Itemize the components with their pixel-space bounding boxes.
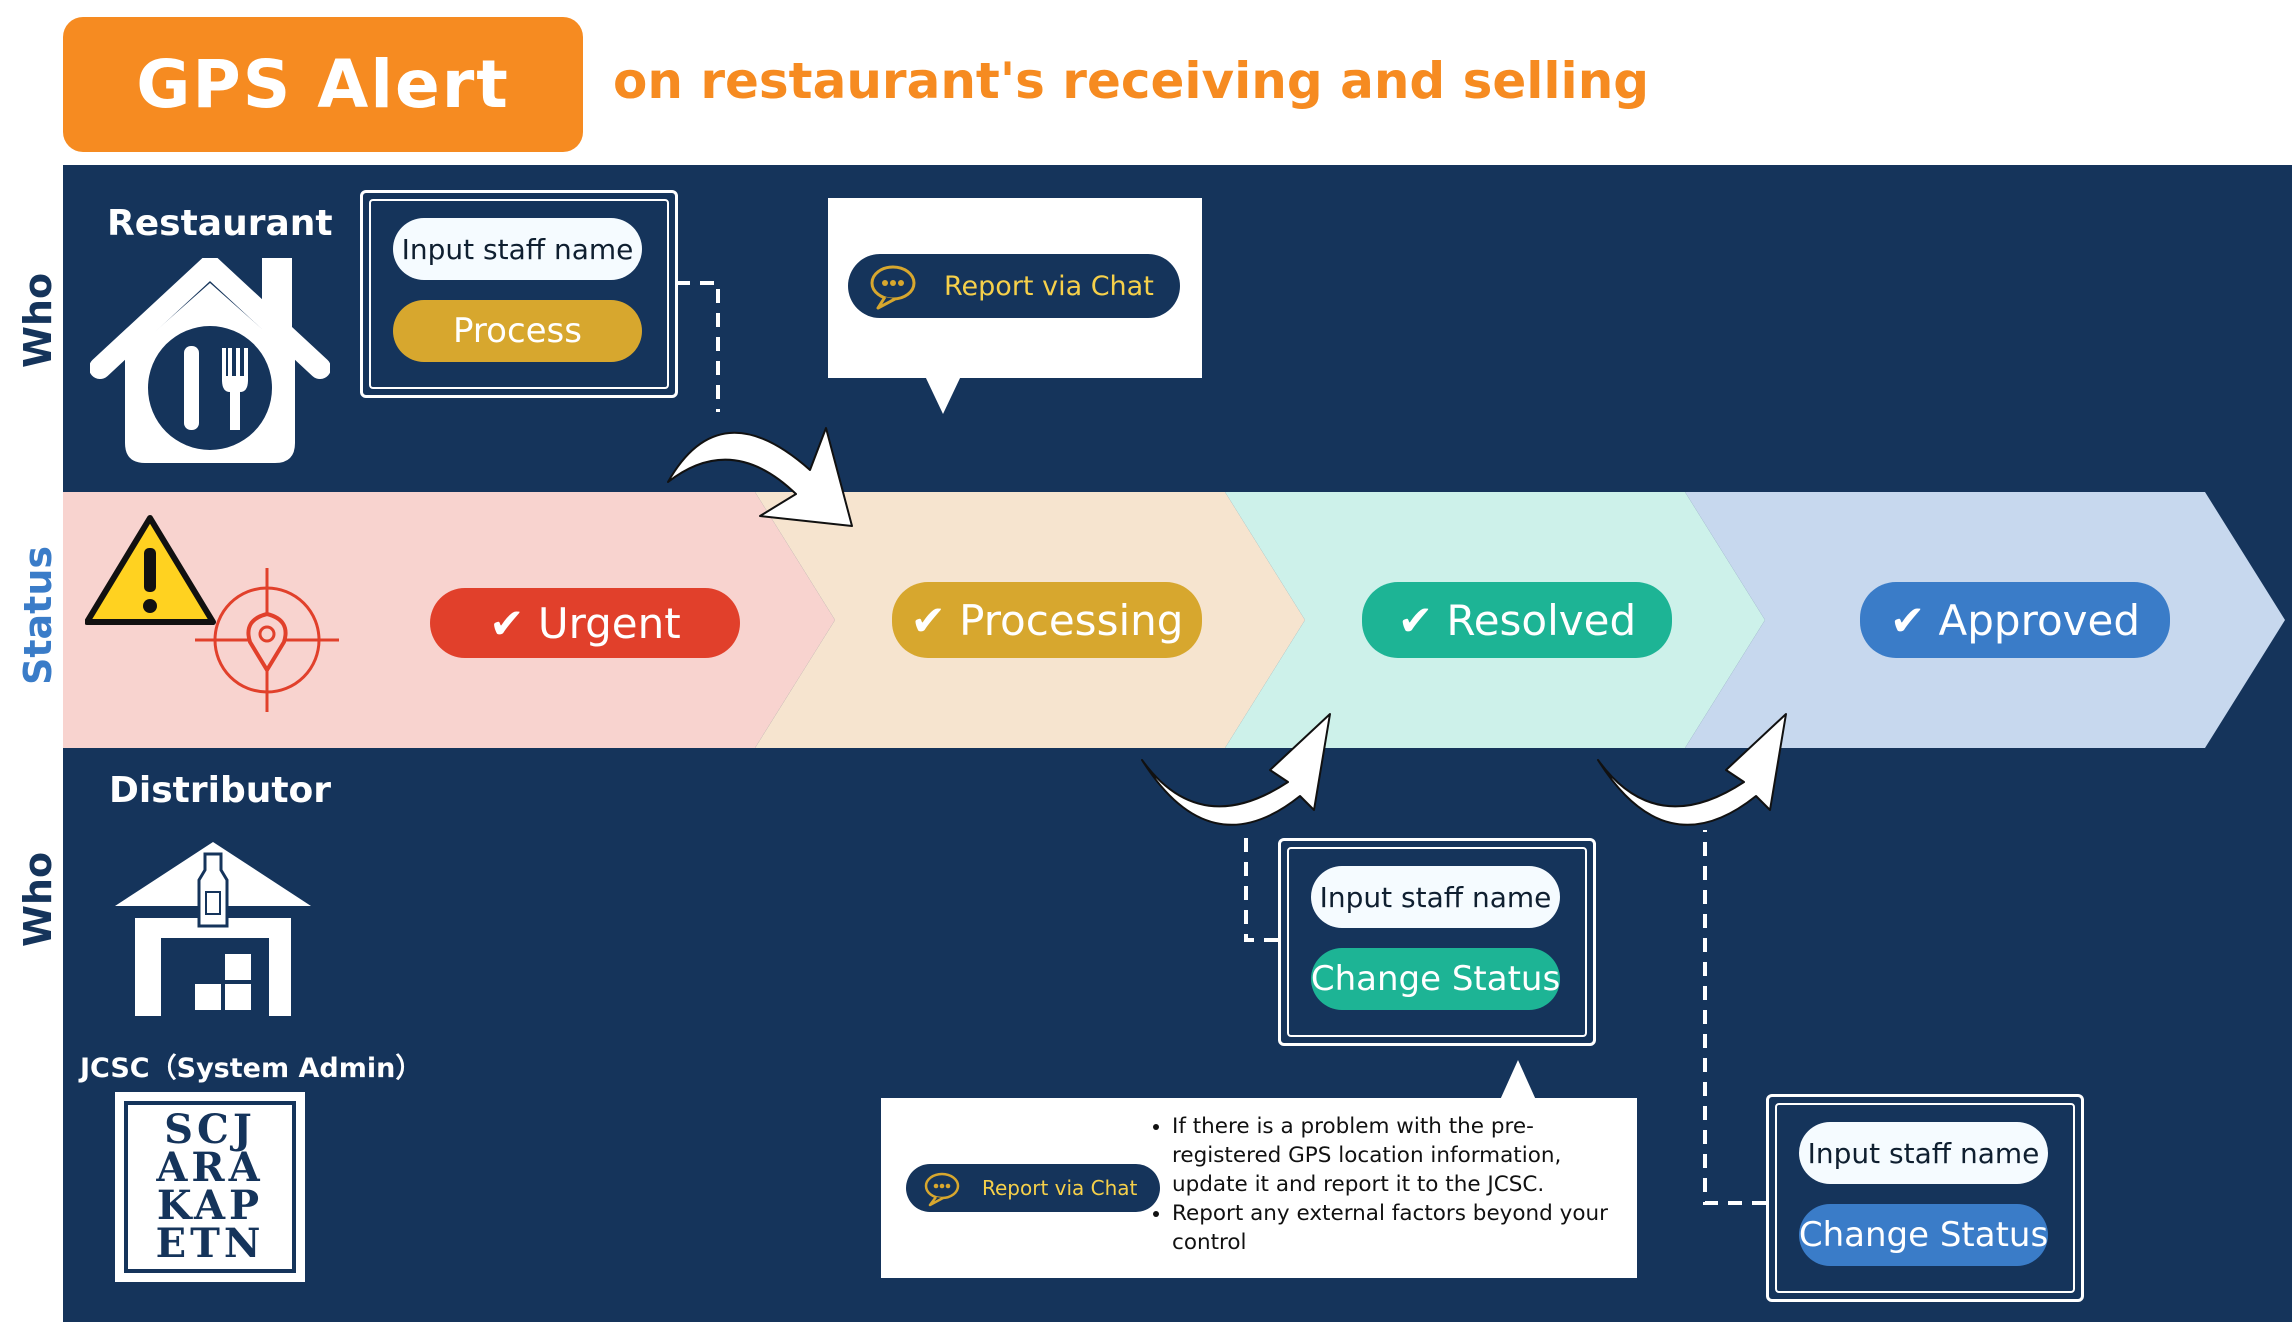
distributor-change-status-button-2[interactable]: Change Status [1799,1204,2048,1266]
chat-bubble-icon-small [924,1172,960,1207]
distributor-input-staff-button-1[interactable]: Input staff name [1311,866,1560,928]
chat-bubble-icon [870,265,916,310]
warning-icon [85,515,216,625]
restaurant-input-staff-button[interactable]: Input staff name [393,218,642,280]
title-text: GPS Alert [136,46,510,123]
lane-label-who-bottom: Who [16,851,60,947]
gps-target-icon [195,568,339,712]
admin-logo-mark: SCJ ARA KAP ETN [155,1107,265,1267]
distributor-report-chat-button[interactable]: Report via Chat [906,1164,1160,1212]
note-item: If there is a problem with the pre-regis… [1172,1112,1630,1199]
distributor-chat-notes: If there is a problem with the pre-regis… [1150,1112,1630,1257]
distributor-change-status-button-1[interactable]: Change Status [1311,948,1560,1010]
restaurant-report-chat-button[interactable]: Report via Chat [848,254,1180,318]
status-urgent: ✔ Urgent [430,588,740,658]
restaurant-label: Restaurant [107,203,333,244]
distributor-chat-bubble-tail [1500,1060,1536,1100]
svg-text:SCJ: SCJ [164,1107,256,1153]
restaurant-chat-bubble-tail [925,376,961,414]
distributor-report-chat-label: Report via Chat [982,1176,1138,1200]
status-approved: ✔ Approved [1860,582,2170,658]
warning-gps-icon [85,515,339,712]
restaurant-report-chat-label: Report via Chat [944,270,1154,302]
title-badge: GPS Alert [63,17,583,152]
distributor-input-staff-button-2[interactable]: Input staff name [1799,1122,2048,1184]
distributor-warehouse-icon [115,842,311,1016]
lane-label-who-top: Who [16,272,60,368]
restaurant-process-button[interactable]: Process [393,300,642,362]
svg-text:ETN: ETN [156,1220,265,1267]
status-processing: ✔ Processing [892,582,1202,658]
admin-label: JCSC（System Admin） [80,1053,423,1084]
svg-text:ARA: ARA [155,1144,263,1191]
restaurant-icon [90,258,330,463]
lane-label-status: Status [16,545,60,685]
admin-logo: SCJ ARA KAP ETN [115,1092,305,1282]
distributor-panel-approved [1766,1094,2084,1302]
subtitle: on restaurant's receiving and selling [613,52,1650,110]
distributor-label: Distributor [109,770,332,811]
note-item: Report any external factors beyond your … [1172,1199,1630,1257]
status-resolved: ✔ Resolved [1362,582,1672,658]
svg-text:KAP: KAP [157,1182,263,1229]
distributor-panel-resolved [1278,838,1596,1046]
